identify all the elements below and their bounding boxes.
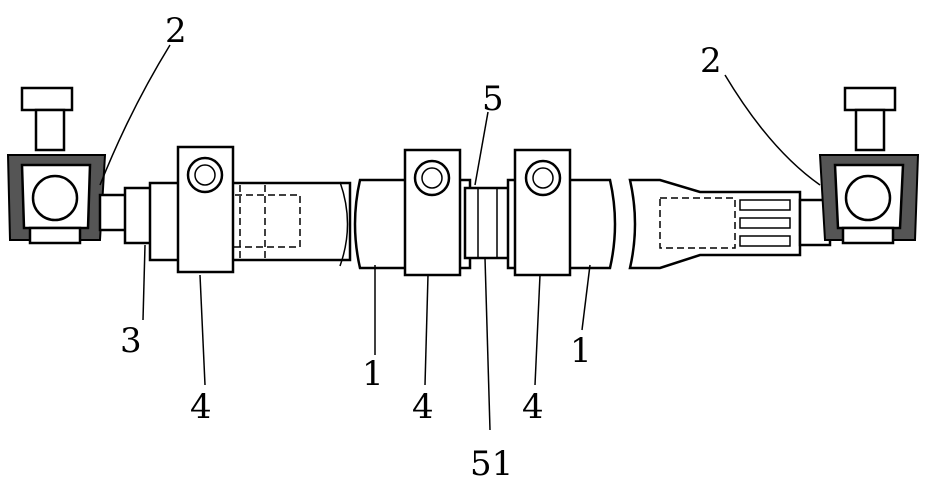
left-ball-joint [8, 88, 105, 243]
coupling [465, 188, 510, 258]
label-tube-left: 1 [362, 354, 384, 394]
label-end-left: 2 [165, 11, 187, 51]
label-coupling: 5 [482, 79, 504, 119]
label-clamp-middle: 4 [412, 387, 434, 427]
label-clamp-right: 4 [522, 387, 544, 427]
label-tube-right: 1 [570, 331, 592, 371]
right-ball-joint [820, 88, 918, 243]
clamp-left [178, 147, 233, 272]
label-adjuster: 3 [120, 321, 142, 361]
label-clamp-left: 4 [190, 387, 212, 427]
label-end-right: 2 [700, 41, 722, 81]
label-coupling-sub: 51 [470, 444, 513, 484]
clamp-middle [405, 150, 460, 275]
clamp-right [515, 150, 570, 275]
